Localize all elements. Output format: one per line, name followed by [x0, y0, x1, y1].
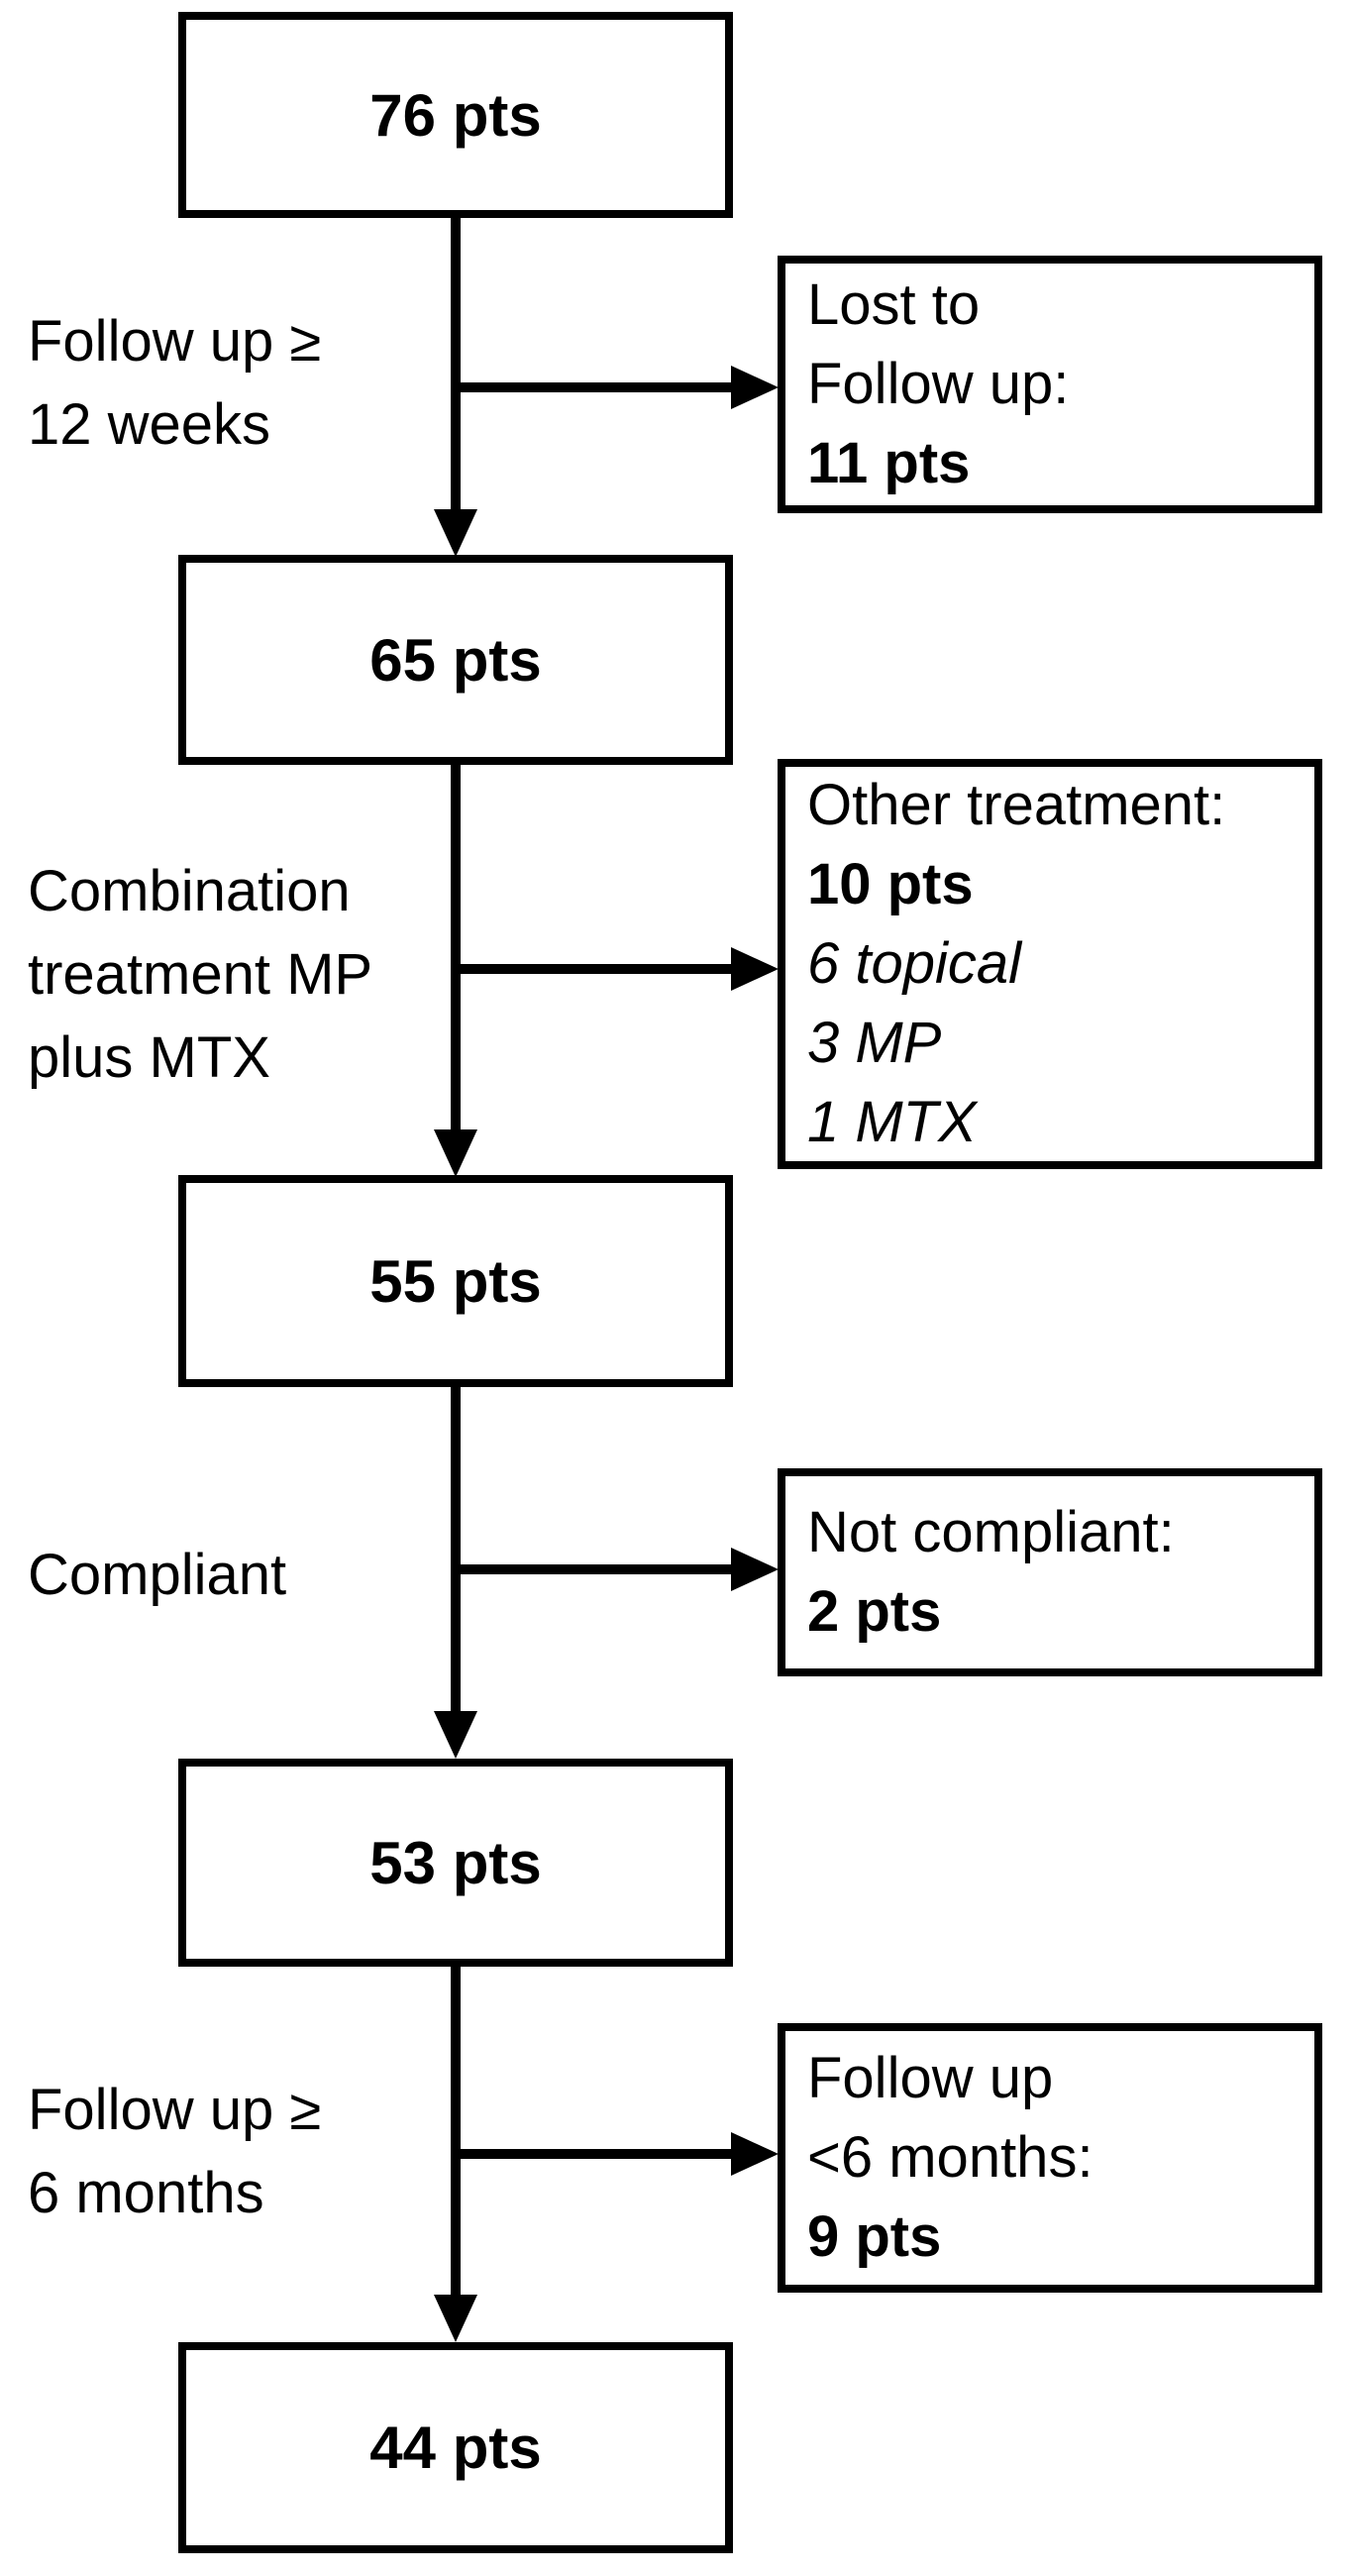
side-box-line: Follow up [807, 2046, 1054, 2110]
down-arrow-stem-3 [451, 1387, 461, 1713]
down-arrowhead-icon [434, 1129, 477, 1177]
side-box-count: 11 pts [807, 431, 971, 495]
step-label-compliant: Compliant [28, 1534, 286, 1617]
branch-line-4 [452, 2149, 731, 2159]
patient-count-box-4: 53 pts [178, 1759, 733, 1967]
down-arrowhead-icon [434, 1711, 477, 1759]
patient-count-box-3: 55 pts [178, 1175, 733, 1387]
step-label-follow-up-6-months: Follow up ≥ 6 months [28, 2069, 321, 2235]
branch-line-3 [452, 1564, 731, 1574]
side-box-line: Not compliant: [807, 1500, 1175, 1564]
right-arrowhead-icon [731, 2132, 779, 2176]
step-label-line: plus MTX [28, 1025, 270, 1090]
patient-count-box-1: 76 pts [178, 12, 733, 218]
side-box-lost-to-follow-up: Lost to Follow up: 11 pts [778, 256, 1322, 513]
step-label-line: Combination [28, 859, 351, 923]
down-arrowhead-icon [434, 2295, 477, 2342]
patient-count-label: 55 pts [369, 1247, 542, 1315]
side-box-count: 9 pts [807, 2204, 942, 2269]
side-box-follow-up-under-6-months: Follow up <6 months: 9 pts [778, 2023, 1322, 2293]
side-box-count: 2 pts [807, 1579, 942, 1644]
step-label-line: Compliant [28, 1543, 287, 1607]
down-arrow-stem-4 [451, 1967, 461, 2297]
step-label-line: Follow up ≥ [28, 309, 322, 374]
branch-line-2 [452, 964, 731, 974]
step-label-line: 12 weeks [28, 392, 271, 457]
right-arrowhead-icon [731, 366, 779, 409]
side-box-line: Follow up: [807, 352, 1070, 416]
right-arrowhead-icon [731, 947, 779, 991]
side-box-not-compliant: Not compliant: 2 pts [778, 1468, 1322, 1676]
step-label-line: Follow up ≥ [28, 2078, 322, 2142]
patient-count-label: 65 pts [369, 626, 542, 694]
step-label-follow-up-12-weeks: Follow up ≥ 12 weeks [28, 300, 321, 467]
patient-count-box-5: 44 pts [178, 2342, 733, 2553]
side-box-line: Other treatment: [807, 773, 1226, 837]
step-label-line: treatment MP [28, 942, 373, 1007]
patient-count-label: 76 pts [369, 81, 542, 149]
side-box-item: 3 MP [807, 1011, 942, 1075]
branch-line-1 [452, 382, 731, 392]
right-arrowhead-icon [731, 1548, 779, 1591]
patient-count-label: 53 pts [369, 1829, 542, 1896]
side-box-line: <6 months: [807, 2125, 1094, 2190]
down-arrowhead-icon [434, 509, 477, 557]
patient-count-label: 44 pts [369, 2415, 542, 2481]
side-box-line: Lost to [807, 272, 981, 337]
down-arrow-stem-2 [451, 765, 461, 1131]
side-box-item: 1 MTX [807, 1090, 977, 1154]
side-box-count: 10 pts [807, 852, 974, 916]
patient-count-box-2: 65 pts [178, 555, 733, 765]
step-label-combination-treatment: Combination treatment MP plus MTX [28, 850, 372, 1100]
step-label-line: 6 months [28, 2161, 264, 2225]
side-box-other-treatment: Other treatment: 10 pts 6 topical 3 MP 1… [778, 759, 1322, 1169]
side-box-item: 6 topical [807, 931, 1022, 996]
down-arrow-stem-1 [451, 218, 461, 511]
